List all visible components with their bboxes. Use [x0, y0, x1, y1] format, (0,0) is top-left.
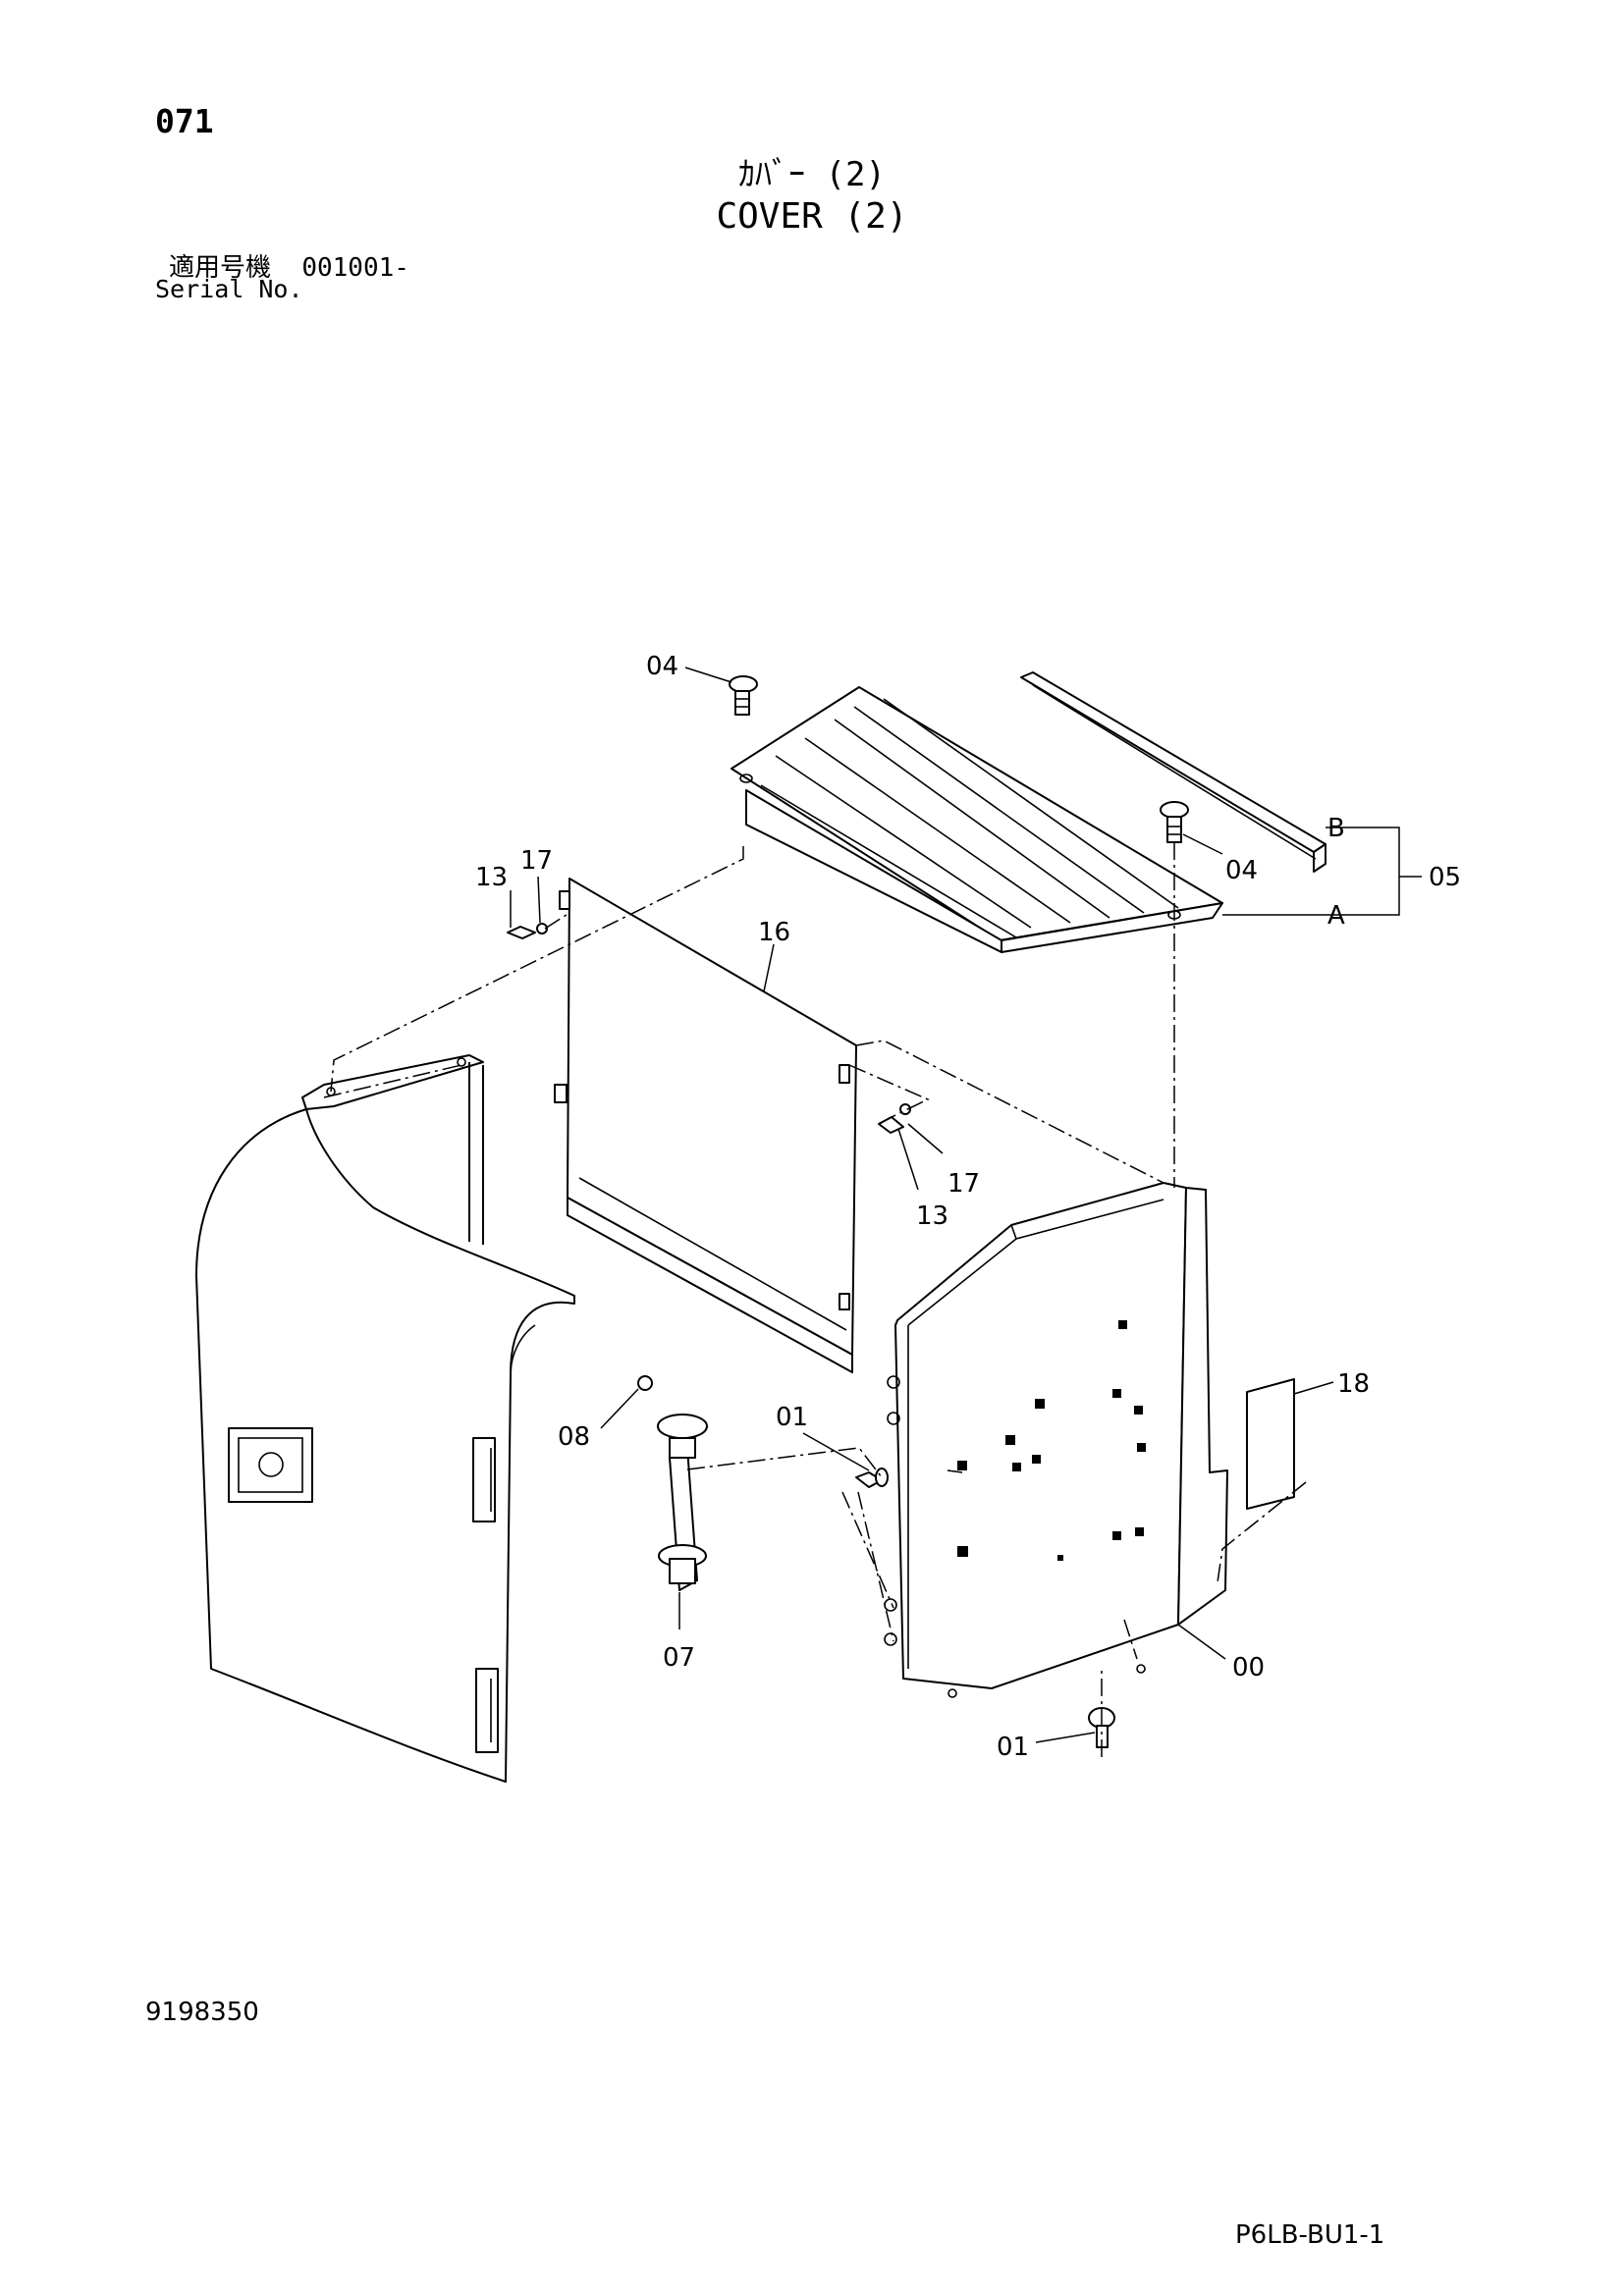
- holder-07: [657, 1414, 708, 1591]
- serial-label-jp: 適用号機: [169, 253, 272, 283]
- callout-01-side: 01: [776, 1403, 808, 1432]
- bolt-04-top-right: [1160, 801, 1189, 843]
- callout-sub-b: B: [1327, 814, 1345, 843]
- side-door: [195, 1108, 575, 1783]
- callout-16: 16: [758, 918, 790, 947]
- serial-range: 001001-: [301, 253, 409, 283]
- drawing-code: P6LB-BU1-1: [1235, 2220, 1385, 2250]
- bolt-04-top-left: [729, 675, 758, 716]
- title-japanese: ｶﾊﾞｰ (2): [738, 155, 886, 194]
- grommet-08: [637, 1375, 653, 1391]
- main-cover-00: [884, 1182, 1228, 1698]
- callout-00: 00: [1232, 1653, 1265, 1682]
- callout-04-top-left: 04: [646, 652, 678, 681]
- decal-18: [1246, 1378, 1295, 1510]
- callout-04-top-right: 04: [1225, 856, 1258, 885]
- document-number: 9198350: [145, 1998, 259, 2027]
- serial-label-en: Serial No.: [155, 275, 303, 303]
- top-grille-cover: [731, 686, 1223, 953]
- callout-13-right: 13: [916, 1201, 948, 1231]
- title-english: COVER (2): [716, 196, 908, 237]
- serial-line: 適用号機 001001-: [169, 247, 409, 284]
- leader-lines: [510, 667, 1422, 1743]
- callout-01-bottom: 01: [997, 1733, 1029, 1762]
- callout-sub-a: A: [1327, 901, 1345, 931]
- screw-13-left: [507, 923, 548, 939]
- callout-07: 07: [663, 1643, 695, 1673]
- callout-17-right: 17: [947, 1169, 980, 1199]
- callout-18: 18: [1337, 1369, 1370, 1399]
- assembly-centerlines: [323, 842, 1307, 1757]
- callout-05: 05: [1429, 863, 1461, 892]
- callout-17-left: 17: [520, 846, 553, 876]
- panel-16: [554, 878, 857, 1373]
- callout-13-left: 13: [475, 863, 508, 892]
- page-number: 071: [155, 102, 214, 140]
- bolt-01-side: [855, 1468, 889, 1488]
- seal-strip: [1020, 671, 1326, 873]
- callout-08: 08: [558, 1422, 590, 1452]
- screw-13-right: [878, 1103, 911, 1134]
